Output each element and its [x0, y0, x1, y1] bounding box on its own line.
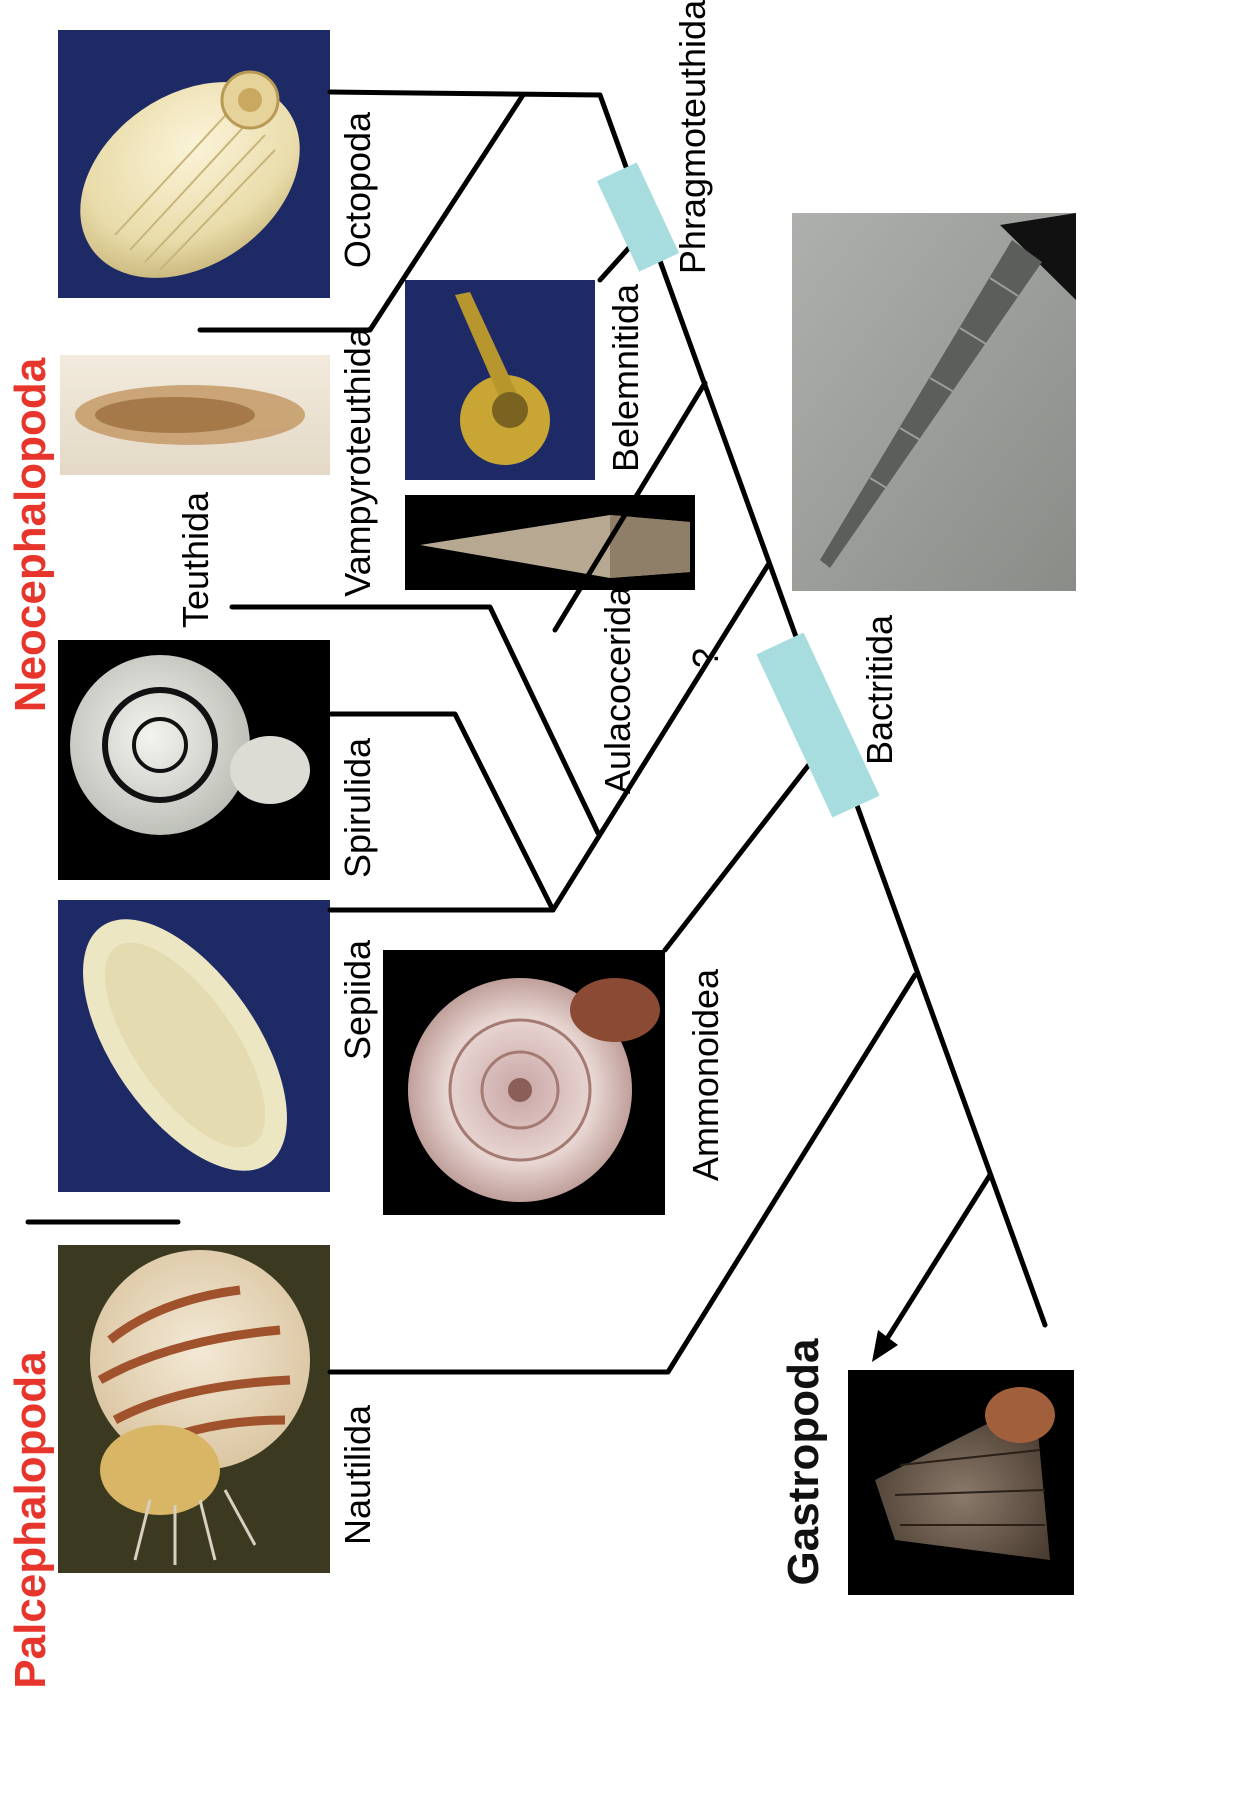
label-phragmoteuthida: Phragmoteuthida — [672, 0, 713, 274]
label-octopoda: Octopoda — [337, 111, 378, 268]
label-spirulida: Spirulida — [337, 737, 378, 878]
label-neocephalopoda: Neocephalopoda — [6, 357, 55, 712]
label-belemnitida: Belemnitida — [605, 283, 646, 472]
label-nautilida: Nautilida — [337, 1404, 378, 1545]
label-teuthida: Teuthida — [175, 491, 216, 628]
label-gastropoda: Gastropoda — [779, 1338, 828, 1585]
aulacocerid-rostrum-photo — [405, 495, 695, 590]
phragmoteuthida-bar — [597, 162, 679, 271]
vampyroteuthis-fossil-photo — [60, 355, 330, 475]
belemnite-fossil-photo — [405, 280, 595, 480]
gastropoda-arrowhead — [872, 1330, 898, 1362]
gastropoda-branch — [880, 1175, 990, 1350]
ammonoidea-branch — [665, 735, 832, 950]
label-sepiida: Sepiida — [337, 939, 378, 1060]
label-ammonoidea: Ammonoidea — [685, 968, 726, 1181]
argonaut-shell-photo — [43, 30, 337, 318]
nautilus-photo — [58, 1245, 330, 1573]
gastropod-shell-photo — [848, 1370, 1074, 1595]
spirula-shell-photo — [58, 640, 330, 880]
label-bactritida: Bactritida — [859, 614, 900, 765]
octopoda-branch — [330, 92, 600, 95]
bactritid-fossil-photo — [792, 213, 1076, 591]
label-aulacocerida: Aulacocerida — [597, 585, 638, 794]
cuttlebone-photo — [43, 885, 330, 1205]
label-palcephalopoda: Palcephalopoda — [6, 1351, 55, 1689]
ammonite-shell-photo — [383, 950, 665, 1215]
label-question-mark: ? — [685, 648, 726, 668]
label-vampyroteuthida: Vampyroteuthida — [337, 326, 378, 596]
